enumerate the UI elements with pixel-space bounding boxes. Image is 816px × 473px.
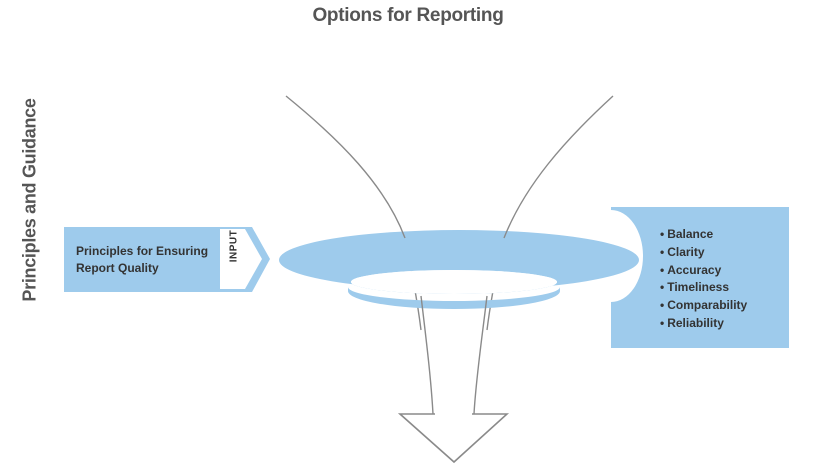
input-text-line2: Report Quality	[76, 261, 159, 275]
diagram-title: Options for Reporting	[312, 5, 504, 26]
input-box-text: Principles for Ensuring Report Quality	[76, 243, 216, 277]
input-tag-label: INPUT	[228, 229, 240, 263]
funnel-line-left-top	[285, 95, 406, 239]
input-text-line1: Principles for Ensuring	[76, 244, 209, 258]
quality-criteria-list: Balance Clarity Accuracy Timeliness Comp…	[660, 226, 747, 333]
ring-front-lip	[348, 287, 560, 309]
funnel-line-right-bottom	[473, 295, 488, 415]
input-tag-panel	[220, 229, 262, 289]
down-arrowhead	[397, 413, 510, 464]
criteria-item: Balance	[660, 226, 747, 244]
criteria-item: Accuracy	[660, 262, 747, 280]
criteria-item: Timeliness	[660, 279, 747, 297]
criteria-item: Reliability	[660, 315, 747, 333]
criteria-item: Comparability	[660, 297, 747, 315]
quality-ring	[279, 230, 639, 295]
funnel-line-left-bottom	[420, 295, 434, 415]
input-box	[64, 227, 270, 292]
ring-inner-hole	[351, 270, 557, 294]
arrow-shaft-gap	[435, 412, 472, 416]
criteria-item: Clarity	[660, 244, 747, 262]
funnel-line-right-top	[503, 95, 614, 239]
